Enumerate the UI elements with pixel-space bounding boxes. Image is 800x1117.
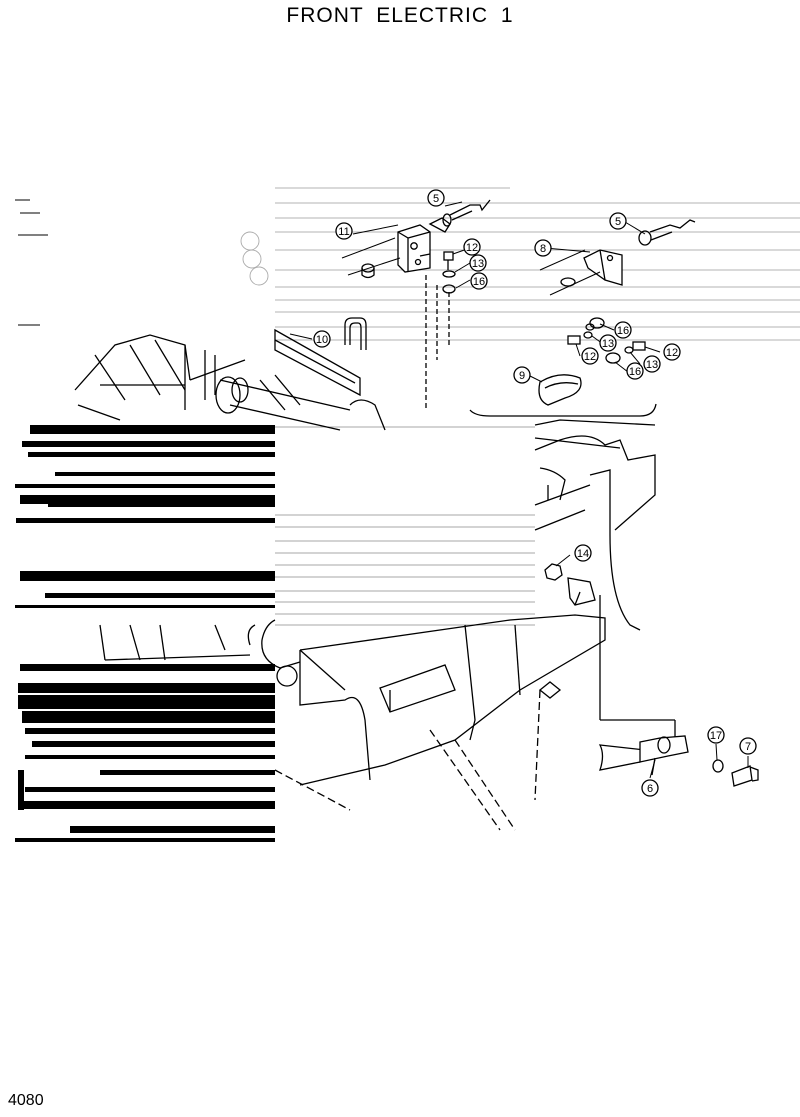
- machine-frame: [74, 317, 656, 831]
- scan-lines-upper: [275, 187, 800, 341]
- callout-14-label: 14: [577, 548, 589, 560]
- scan-lines-center: [275, 426, 535, 626]
- bracket-right: [538, 219, 696, 406]
- callout-9-label: 9: [519, 370, 525, 382]
- callout-16-b-label: 16: [617, 325, 629, 337]
- callout-5-b-label: 5: [615, 216, 621, 228]
- callout-12-a: 12: [463, 238, 481, 256]
- callout-13-c-label: 13: [646, 359, 658, 371]
- callout-7-label: 7: [745, 741, 751, 753]
- detail-enclosure: [425, 275, 657, 417]
- callout-11: 11: [335, 222, 353, 240]
- callout-5-a: 5: [427, 189, 445, 207]
- callout-12-a-label: 12: [466, 242, 478, 254]
- callout-8-label: 8: [540, 243, 546, 255]
- callout-14: 14: [574, 544, 592, 562]
- callout-6: 6: [641, 779, 659, 797]
- callout-11-label: 11: [338, 226, 349, 238]
- callout-16-c: 16: [626, 362, 644, 380]
- scan-specks: [15, 199, 48, 326]
- callout-12-c-label: 12: [666, 347, 678, 359]
- callout-13-c: 13: [643, 355, 661, 373]
- page-number: 4080: [8, 1092, 44, 1109]
- callout-leaders: [289, 201, 749, 779]
- callout-12-b: 12: [581, 347, 599, 365]
- callout-16-a: 16: [470, 272, 488, 290]
- callout-16-a-label: 16: [473, 276, 485, 288]
- callout-17: 17: [707, 726, 725, 744]
- callout-9: 9: [513, 366, 531, 384]
- callout-5-a-label: 5: [433, 193, 439, 205]
- callout-5-b: 5: [609, 212, 627, 230]
- scan-noise-left: [15, 425, 275, 842]
- callout-13-a-label: 13: [472, 258, 484, 270]
- callout-16-b: 16: [614, 321, 632, 339]
- callout-13-b: 13: [599, 334, 617, 352]
- callout-12-b-label: 12: [584, 351, 596, 363]
- callout-16-c-label: 16: [629, 366, 641, 378]
- callout-10-label: 10: [316, 334, 328, 346]
- callout-17-label: 17: [710, 730, 722, 742]
- callout-7: 7: [739, 737, 757, 755]
- bracket-left: [361, 199, 491, 345]
- callout-6-label: 6: [647, 783, 653, 795]
- faint-circles: [240, 231, 269, 286]
- callout-13-b-label: 13: [602, 338, 614, 350]
- callout-10: 10: [313, 330, 331, 348]
- callout-13-a: 13: [469, 254, 487, 272]
- horn-assembly: [544, 563, 759, 787]
- page-title: FRONT ELECTRIC 1: [286, 4, 514, 27]
- callout-12-c: 12: [663, 343, 681, 361]
- callout-8: 8: [534, 239, 552, 257]
